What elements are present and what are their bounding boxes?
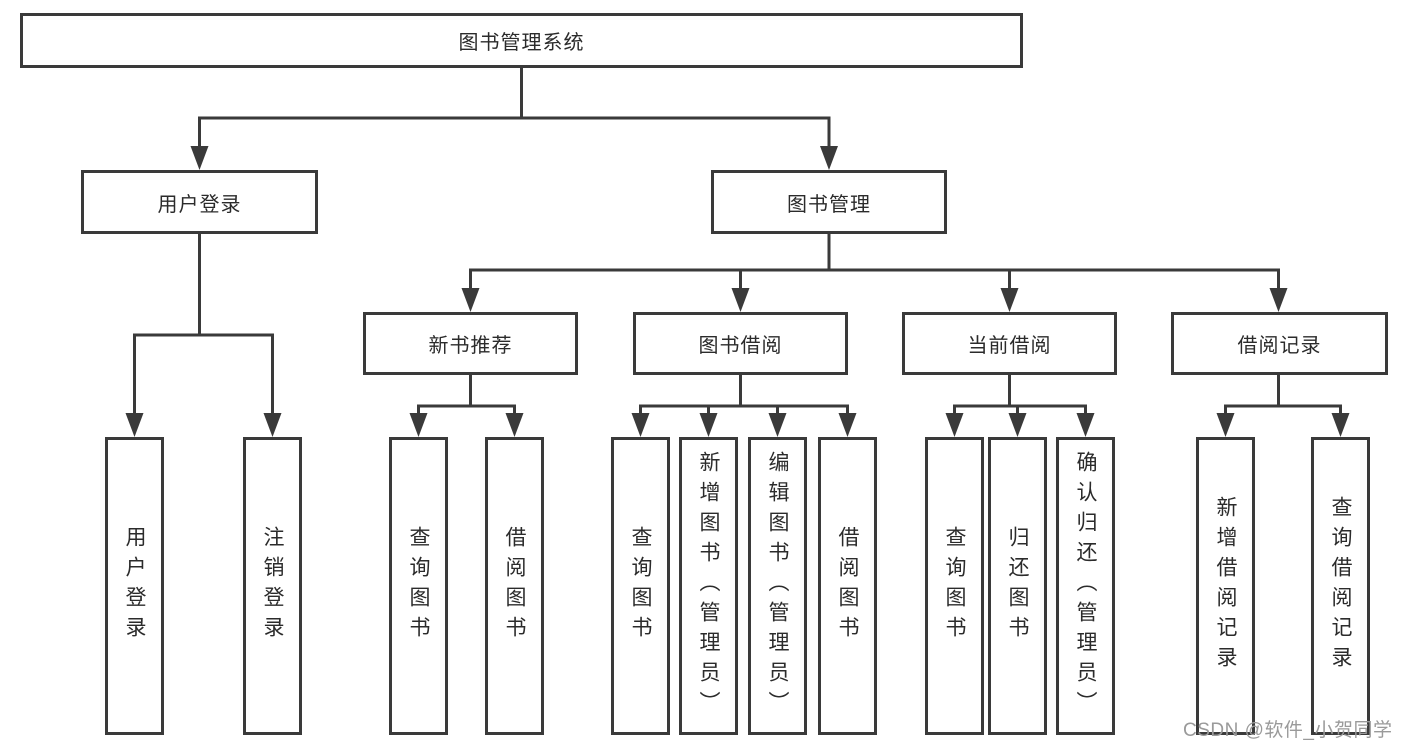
node-new-book-recommend: 新书推荐 <box>363 312 578 375</box>
leaf-add-borrow-record: 新增借阅记录 <box>1196 437 1255 735</box>
connector-strokes <box>133 66 1342 414</box>
leaf-edit-book-admin: 编辑图书（管理员） <box>748 437 807 735</box>
leaf-label: 编辑图书（管理员） <box>766 451 789 721</box>
leaf-logout: 注销登录 <box>243 437 302 735</box>
leaf-add-book-admin: 新增图书（管理员） <box>679 437 738 735</box>
connector-arrowheads <box>125 146 1350 437</box>
leaf-label: 确认归还（管理员） <box>1074 451 1097 721</box>
node-label: 图书借阅 <box>698 335 783 357</box>
node-label: 借阅记录 <box>1237 335 1322 357</box>
leaf-return-book: 归还图书 <box>988 437 1047 735</box>
leaf-borrow-book: 借阅图书 <box>818 437 877 735</box>
leaf-label: 借阅图书 <box>503 526 526 646</box>
node-borrow-records: 借阅记录 <box>1171 312 1388 375</box>
leaf-label: 查询借阅记录 <box>1329 496 1352 676</box>
leaf-label: 借阅图书 <box>836 526 859 646</box>
leaf-label: 新增图书（管理员） <box>697 451 720 721</box>
leaf-borrow-book: 借阅图书 <box>485 437 544 735</box>
leaf-label: 查询图书 <box>943 526 966 646</box>
node-label: 新书推荐 <box>428 335 513 357</box>
node-label: 图书管理系统 <box>458 32 585 54</box>
node-user-login: 用户登录 <box>81 170 318 234</box>
leaf-label: 新增借阅记录 <box>1214 496 1237 676</box>
node-label: 当前借阅 <box>967 335 1052 357</box>
node-book-borrow: 图书借阅 <box>633 312 848 375</box>
leaf-label: 用户登录 <box>123 526 146 646</box>
leaf-label: 注销登录 <box>261 526 284 646</box>
leaf-query-book: 查询图书 <box>611 437 670 735</box>
leaf-label: 查询图书 <box>629 526 652 646</box>
node-library-management-system: 图书管理系统 <box>20 13 1023 68</box>
leaf-query-book: 查询图书 <box>925 437 984 735</box>
node-label: 图书管理 <box>787 193 871 216</box>
csdn-watermark: CSDN @软件_小贺同学 <box>1183 720 1393 741</box>
node-book-management: 图书管理 <box>711 170 947 234</box>
leaf-query-book: 查询图书 <box>389 437 448 735</box>
leaf-label: 归还图书 <box>1006 526 1029 646</box>
node-current-borrow: 当前借阅 <box>902 312 1117 375</box>
leaf-confirm-return-admin: 确认归还（管理员） <box>1056 437 1115 735</box>
node-label: 用户登录 <box>157 193 242 216</box>
leaf-user-login: 用户登录 <box>105 437 164 735</box>
leaf-label: 查询图书 <box>407 526 430 646</box>
leaf-query-borrow-record: 查询借阅记录 <box>1311 437 1370 735</box>
